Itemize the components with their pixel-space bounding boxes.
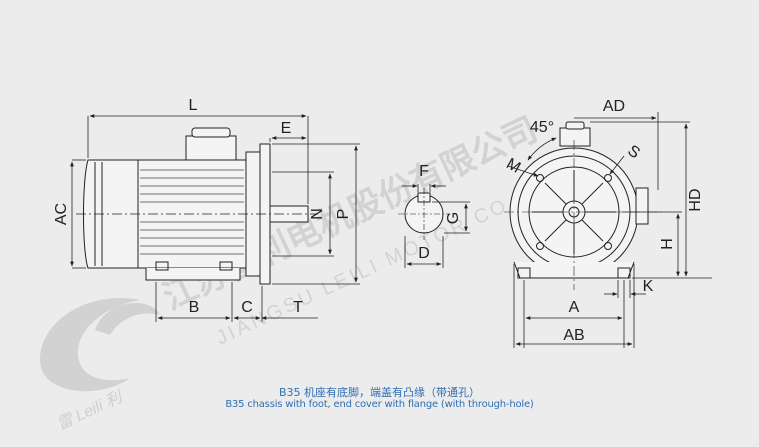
caption-en: B35 chassis with foot, end cover with fl… <box>225 399 534 410</box>
dim-label-H: H <box>659 238 676 250</box>
dimension-lines <box>70 112 712 348</box>
dim-label-D: D <box>418 245 430 262</box>
dim-label-S: S <box>624 142 642 162</box>
shaft-key-section <box>398 188 450 240</box>
motor-side-view <box>76 127 318 285</box>
caption-cn: B35 机座有底脚，端盖有凸缘（带通孔） <box>278 386 481 399</box>
dim-label-B: B <box>189 299 200 316</box>
dim-label-K: K <box>643 278 654 295</box>
dimension-labels: L E AC F G D N P B C T AD 45° S M HD H K… <box>53 97 704 344</box>
dim-label-A: A <box>569 299 580 316</box>
dim-label-L: L <box>189 97 198 114</box>
dim-label-angle: 45° <box>530 119 554 136</box>
dim-label-C: C <box>241 299 253 316</box>
dim-label-P: P <box>335 209 352 220</box>
dim-label-F: F <box>419 163 429 180</box>
dim-label-G: G <box>445 212 462 224</box>
dim-label-AC: AC <box>53 203 70 225</box>
dim-label-AD: AD <box>603 98 625 115</box>
dim-label-N: N <box>309 208 326 220</box>
dim-label-T: T <box>293 299 303 316</box>
dim-label-AB: AB <box>563 327 584 344</box>
company-logo-icon: 雷 Leili 利 <box>40 298 160 434</box>
dim-label-E: E <box>281 120 292 137</box>
dim-label-HD: HD <box>687 188 704 211</box>
motor-front-view <box>504 121 662 290</box>
